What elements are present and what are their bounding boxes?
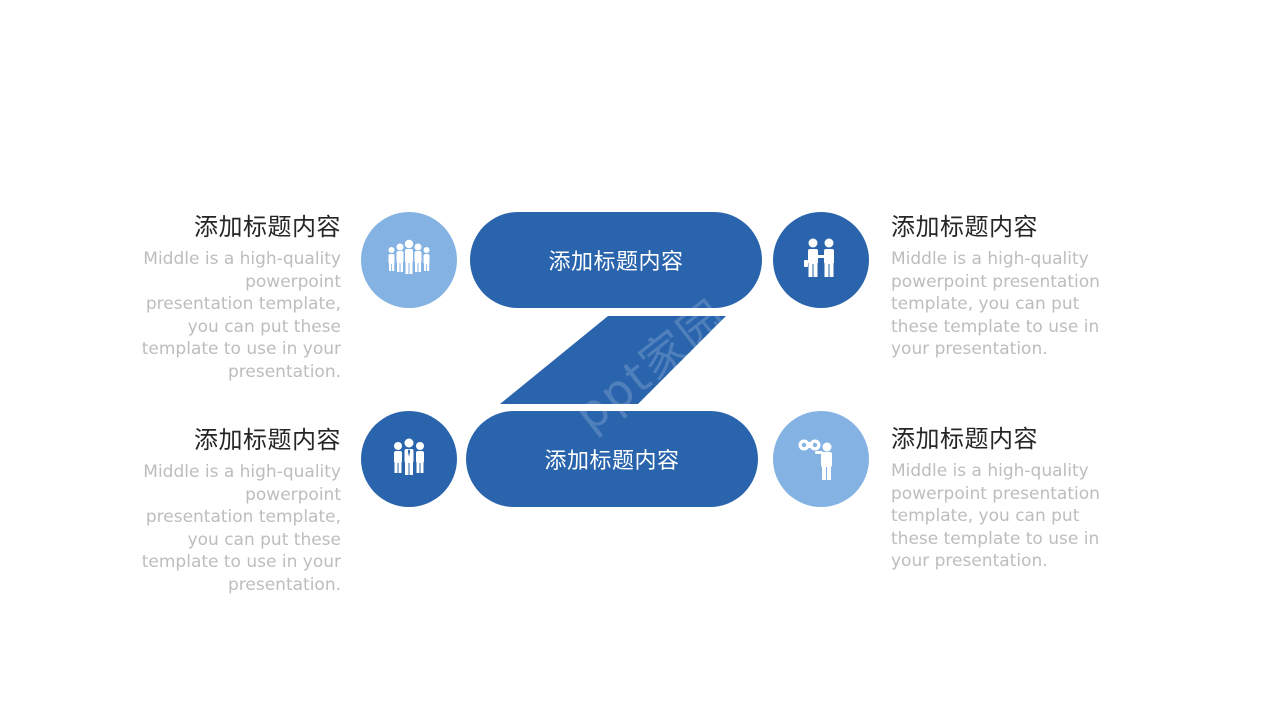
desc-line: template, you can put <box>891 294 1080 314</box>
desc-line: presentation template, <box>145 294 341 314</box>
text-block-top-right: 添加标题内容 Middle is a high-quality powerpoi… <box>891 212 1101 361</box>
center-bottom-label: 添加标题内容 <box>544 449 680 474</box>
center-bottom-pill: 添加标题内容 <box>466 411 758 507</box>
desc-line: template, you can put <box>891 506 1080 526</box>
desc-line: template to use in your <box>141 552 341 572</box>
desc-line: your presentation. <box>891 551 1048 571</box>
desc-line: you can put these <box>187 316 341 337</box>
desc-line: presentation. <box>227 361 341 382</box>
circle-top-right <box>773 212 869 308</box>
text-block-bottom-right: 添加标题内容 Middle is a high-quality powerpoi… <box>891 424 1101 573</box>
desc-line: Middle is a high-quality <box>143 462 341 482</box>
desc-line: your presentation. <box>891 339 1048 359</box>
block-description: Middle is a high-quality powerpoint pres… <box>891 460 1101 573</box>
desc-line: presentation template, <box>145 507 341 527</box>
desc-line: powerpoint presentation <box>891 483 1100 504</box>
block-title: 添加标题内容 <box>194 213 341 241</box>
circle-top-left <box>361 212 457 308</box>
desc-line: Middle is a high-quality <box>891 461 1089 481</box>
binoculars-person-icon <box>798 439 832 480</box>
team-group-icon <box>388 239 430 274</box>
block-title: 添加标题内容 <box>194 426 341 454</box>
text-block-top-left: 添加标题内容 Middle is a high-quality powerpoi… <box>131 212 341 383</box>
handshake-people-icon <box>804 238 834 277</box>
block-description: Middle is a high-quality powerpoint pres… <box>131 248 341 383</box>
center-top-label: 添加标题内容 <box>548 250 684 275</box>
circle-bottom-right <box>773 411 869 507</box>
text-block-bottom-left: 添加标题内容 Middle is a high-quality powerpoi… <box>131 425 341 596</box>
desc-line: these template to use in <box>891 528 1100 549</box>
desc-line: powerpoint <box>245 271 341 292</box>
desc-line: powerpoint <box>245 484 341 505</box>
business-team-icon <box>394 438 424 475</box>
desc-line: you can put these <box>187 529 341 550</box>
z-connector <box>500 316 726 404</box>
desc-line: Middle is a high-quality <box>891 249 1089 269</box>
desc-line: Middle is a high-quality <box>143 249 341 269</box>
block-title: 添加标题内容 <box>891 425 1038 453</box>
block-description: Middle is a high-quality powerpoint pres… <box>891 248 1101 361</box>
center-top-pill: 添加标题内容 <box>470 212 762 308</box>
desc-line: these template to use in <box>891 316 1100 337</box>
block-description: Middle is a high-quality powerpoint pres… <box>131 461 341 596</box>
desc-line: powerpoint presentation <box>891 271 1100 292</box>
circle-bottom-left <box>361 411 457 507</box>
desc-line: presentation. <box>227 574 341 595</box>
desc-line: template to use in your <box>141 339 341 359</box>
block-title: 添加标题内容 <box>891 213 1038 241</box>
